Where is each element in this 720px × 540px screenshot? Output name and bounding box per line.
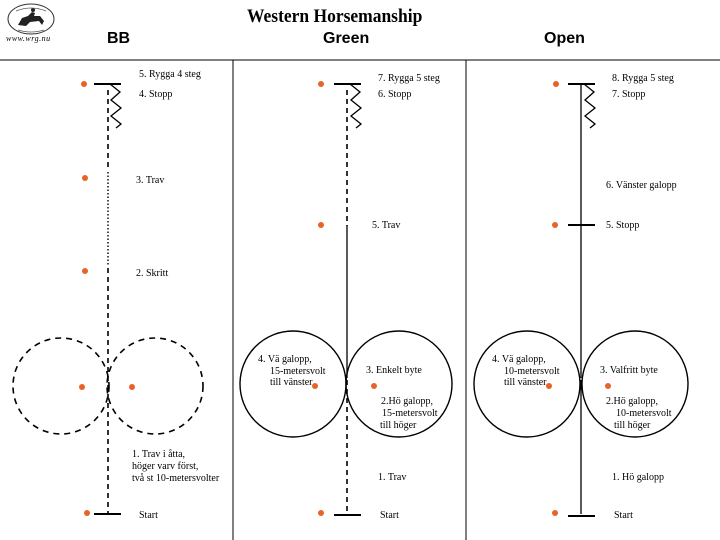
- open-label-left-lope-2: 10-metersvolt: [504, 366, 560, 377]
- green-marker: [318, 222, 324, 228]
- bb-backup-zigzag: [109, 83, 123, 129]
- column-heading-open: Open: [544, 30, 585, 47]
- bb-label-figure-eight-1: 1. Trav i åtta,: [132, 449, 186, 460]
- open-marker: [552, 222, 558, 228]
- open-label-left-lope: 6. Vänster galopp: [606, 180, 677, 191]
- open-marker: [553, 81, 559, 87]
- green-label-right-lope-3: till höger: [380, 420, 417, 431]
- open-marker: [546, 383, 552, 389]
- green-label-left-lope-3: till vänster: [270, 377, 313, 388]
- open-label-start: Start: [614, 510, 633, 521]
- green-label-right-lope-1: 2.Hö galopp,: [381, 396, 433, 407]
- open-marker: [552, 510, 558, 516]
- bb-marker: [79, 384, 85, 390]
- green-label-backup: 7. Rygga 5 steg: [378, 73, 440, 84]
- green-label-simple-change: 3. Enkelt byte: [366, 365, 422, 376]
- green-backup-zigzag: [349, 83, 363, 129]
- bb-label-walk: 2. Skritt: [136, 268, 169, 279]
- open-right-circle: [581, 330, 689, 438]
- bb-label-figure-eight-2: höger varv först,: [132, 461, 199, 472]
- green-marker: [312, 383, 318, 389]
- bb-right-circle: [106, 337, 204, 435]
- green-label-start: Start: [380, 510, 399, 521]
- green-marker: [371, 383, 377, 389]
- bb-pattern: [12, 81, 204, 516]
- site-url: www.wrg.nu: [6, 34, 51, 43]
- green-right-circle: [345, 330, 453, 438]
- bb-marker: [84, 510, 90, 516]
- green-label-stop: 6. Stopp: [378, 89, 412, 100]
- open-label-stop-middle: 5. Stopp: [606, 220, 640, 231]
- open-label-right-lope-1: 2.Hö galopp,: [606, 396, 658, 407]
- open-label-right-lope-start: 1. Hö galopp: [612, 472, 664, 483]
- open-left-circle: [473, 330, 581, 438]
- bb-label-figure-eight-3: två st 10-metersvolter: [132, 473, 220, 484]
- column-heading-bb: BB: [107, 30, 131, 47]
- bb-marker: [129, 384, 135, 390]
- bb-left-circle: [12, 337, 110, 435]
- green-label-trot: 5. Trav: [372, 220, 401, 231]
- bb-label-trot: 3. Trav: [136, 175, 165, 186]
- column-heading-green: Green: [323, 30, 370, 47]
- bb-marker: [81, 81, 87, 87]
- bb-marker: [82, 268, 88, 274]
- open-label-right-lope-2: 10-metersvolt: [616, 408, 672, 419]
- horse-rider-logo-icon: [6, 3, 56, 35]
- green-marker: [318, 81, 324, 87]
- open-label-right-lope-3: till höger: [614, 420, 651, 431]
- open-pattern: [473, 81, 689, 517]
- open-label-left-lope-3: till vänster: [504, 377, 547, 388]
- page-title: Western Horsemanship: [247, 6, 423, 27]
- green-label-left-lope-1: 4. Vä galopp,: [258, 354, 312, 365]
- open-label-stop: 7. Stopp: [612, 89, 646, 100]
- green-marker: [318, 510, 324, 516]
- open-label-left-lope-1: 4. Vä galopp,: [492, 354, 546, 365]
- green-label-right-lope-2: 15-metersvolt: [382, 408, 438, 419]
- open-backup-zigzag: [583, 83, 597, 129]
- open-marker: [605, 383, 611, 389]
- bb-label-stop: 4. Stopp: [139, 89, 173, 100]
- green-label-trot-start: 1. Trav: [378, 472, 407, 483]
- open-label-free-change: 3. Valfritt byte: [600, 365, 658, 376]
- green-label-left-lope-2: 15-metersvolt: [270, 366, 326, 377]
- bb-label-backup: 5. Rygga 4 steg: [139, 69, 201, 80]
- bb-label-start: Start: [139, 510, 158, 521]
- green-pattern: [239, 81, 453, 516]
- open-label-backup: 8. Rygga 5 steg: [612, 73, 674, 84]
- bb-marker: [82, 175, 88, 181]
